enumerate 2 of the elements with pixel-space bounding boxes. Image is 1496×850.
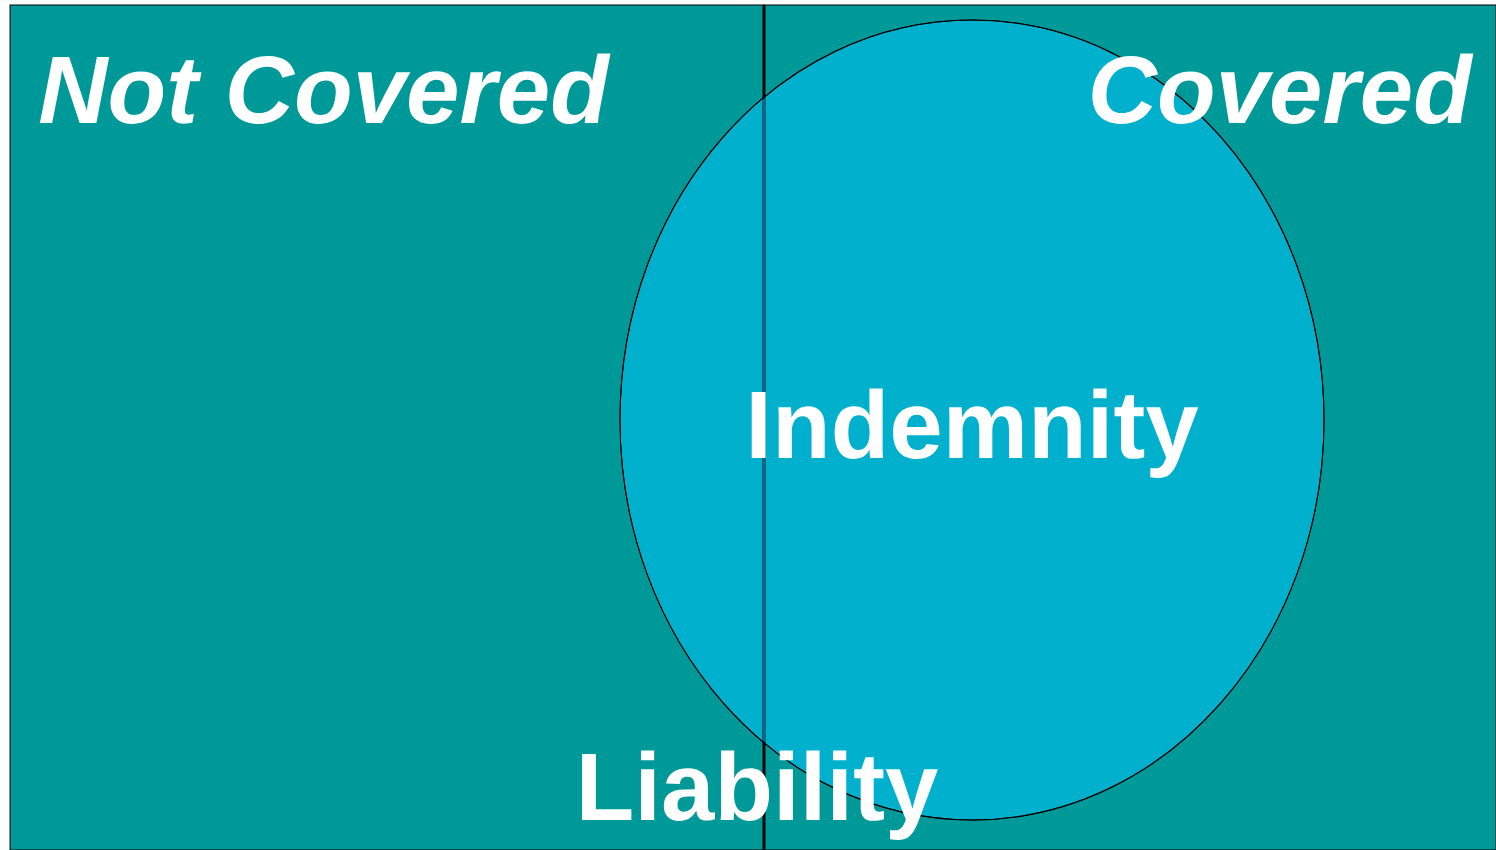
node-label: Indemnity xyxy=(751,388,1199,478)
node-label: Not Covered xyxy=(39,53,611,124)
